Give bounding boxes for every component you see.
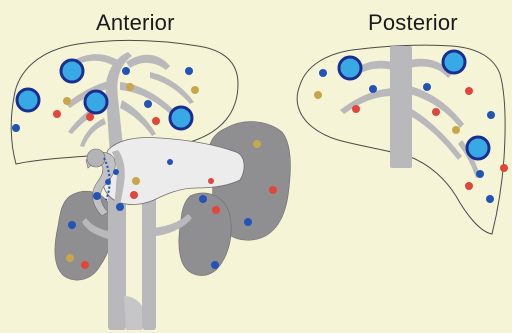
gold-dot [314, 91, 322, 99]
blue-dot [244, 218, 252, 226]
red-dot [465, 87, 473, 95]
red-dot [269, 186, 277, 194]
gold-dot [126, 83, 134, 91]
large-node [170, 107, 192, 129]
blue-dot [167, 159, 173, 165]
blue-dot [113, 169, 119, 175]
blue-dot [68, 221, 76, 229]
blue-dot [476, 170, 484, 178]
large-node [443, 51, 465, 73]
gold-dot [66, 254, 74, 262]
large-node [339, 57, 361, 79]
red-dot [130, 191, 138, 199]
blue-dot [122, 67, 130, 75]
large-node [61, 60, 83, 82]
red-dot [465, 182, 473, 190]
red-dot [212, 206, 220, 214]
gold-dot [191, 86, 199, 94]
anterior-large-nodes [17, 60, 192, 129]
large-node [17, 89, 39, 111]
red-dot [86, 113, 94, 121]
anterior-view [11, 40, 290, 330]
blue-dot [319, 69, 327, 77]
gold-dot [452, 126, 460, 134]
large-node [85, 91, 107, 113]
red-dot [208, 178, 214, 184]
blue-dot [93, 192, 101, 200]
gold-dot [63, 97, 71, 105]
red-dot [152, 117, 160, 125]
red-dot [352, 105, 360, 113]
large-node [467, 137, 489, 159]
red-dot [500, 164, 508, 172]
blue-dot [486, 195, 494, 203]
right-kidney [179, 193, 231, 276]
blue-dot [211, 261, 219, 269]
blue-dot [487, 111, 495, 119]
red-dot [432, 108, 440, 116]
gallbladder-organ [87, 149, 105, 167]
red-dot [53, 110, 61, 118]
blue-dot [105, 179, 111, 185]
posterior-ivc [390, 46, 412, 168]
blue-dot [144, 100, 152, 108]
red-dot [81, 261, 89, 269]
blue-dot [423, 83, 431, 91]
posterior-large-nodes [339, 51, 489, 159]
gold-dot [253, 140, 261, 148]
blue-dot [369, 85, 377, 93]
posterior-view [297, 45, 508, 234]
gold-dot [132, 177, 140, 185]
blue-dot [185, 67, 193, 75]
blue-dot [116, 203, 124, 211]
blue-dot [199, 195, 207, 203]
blue-dot [12, 124, 20, 132]
